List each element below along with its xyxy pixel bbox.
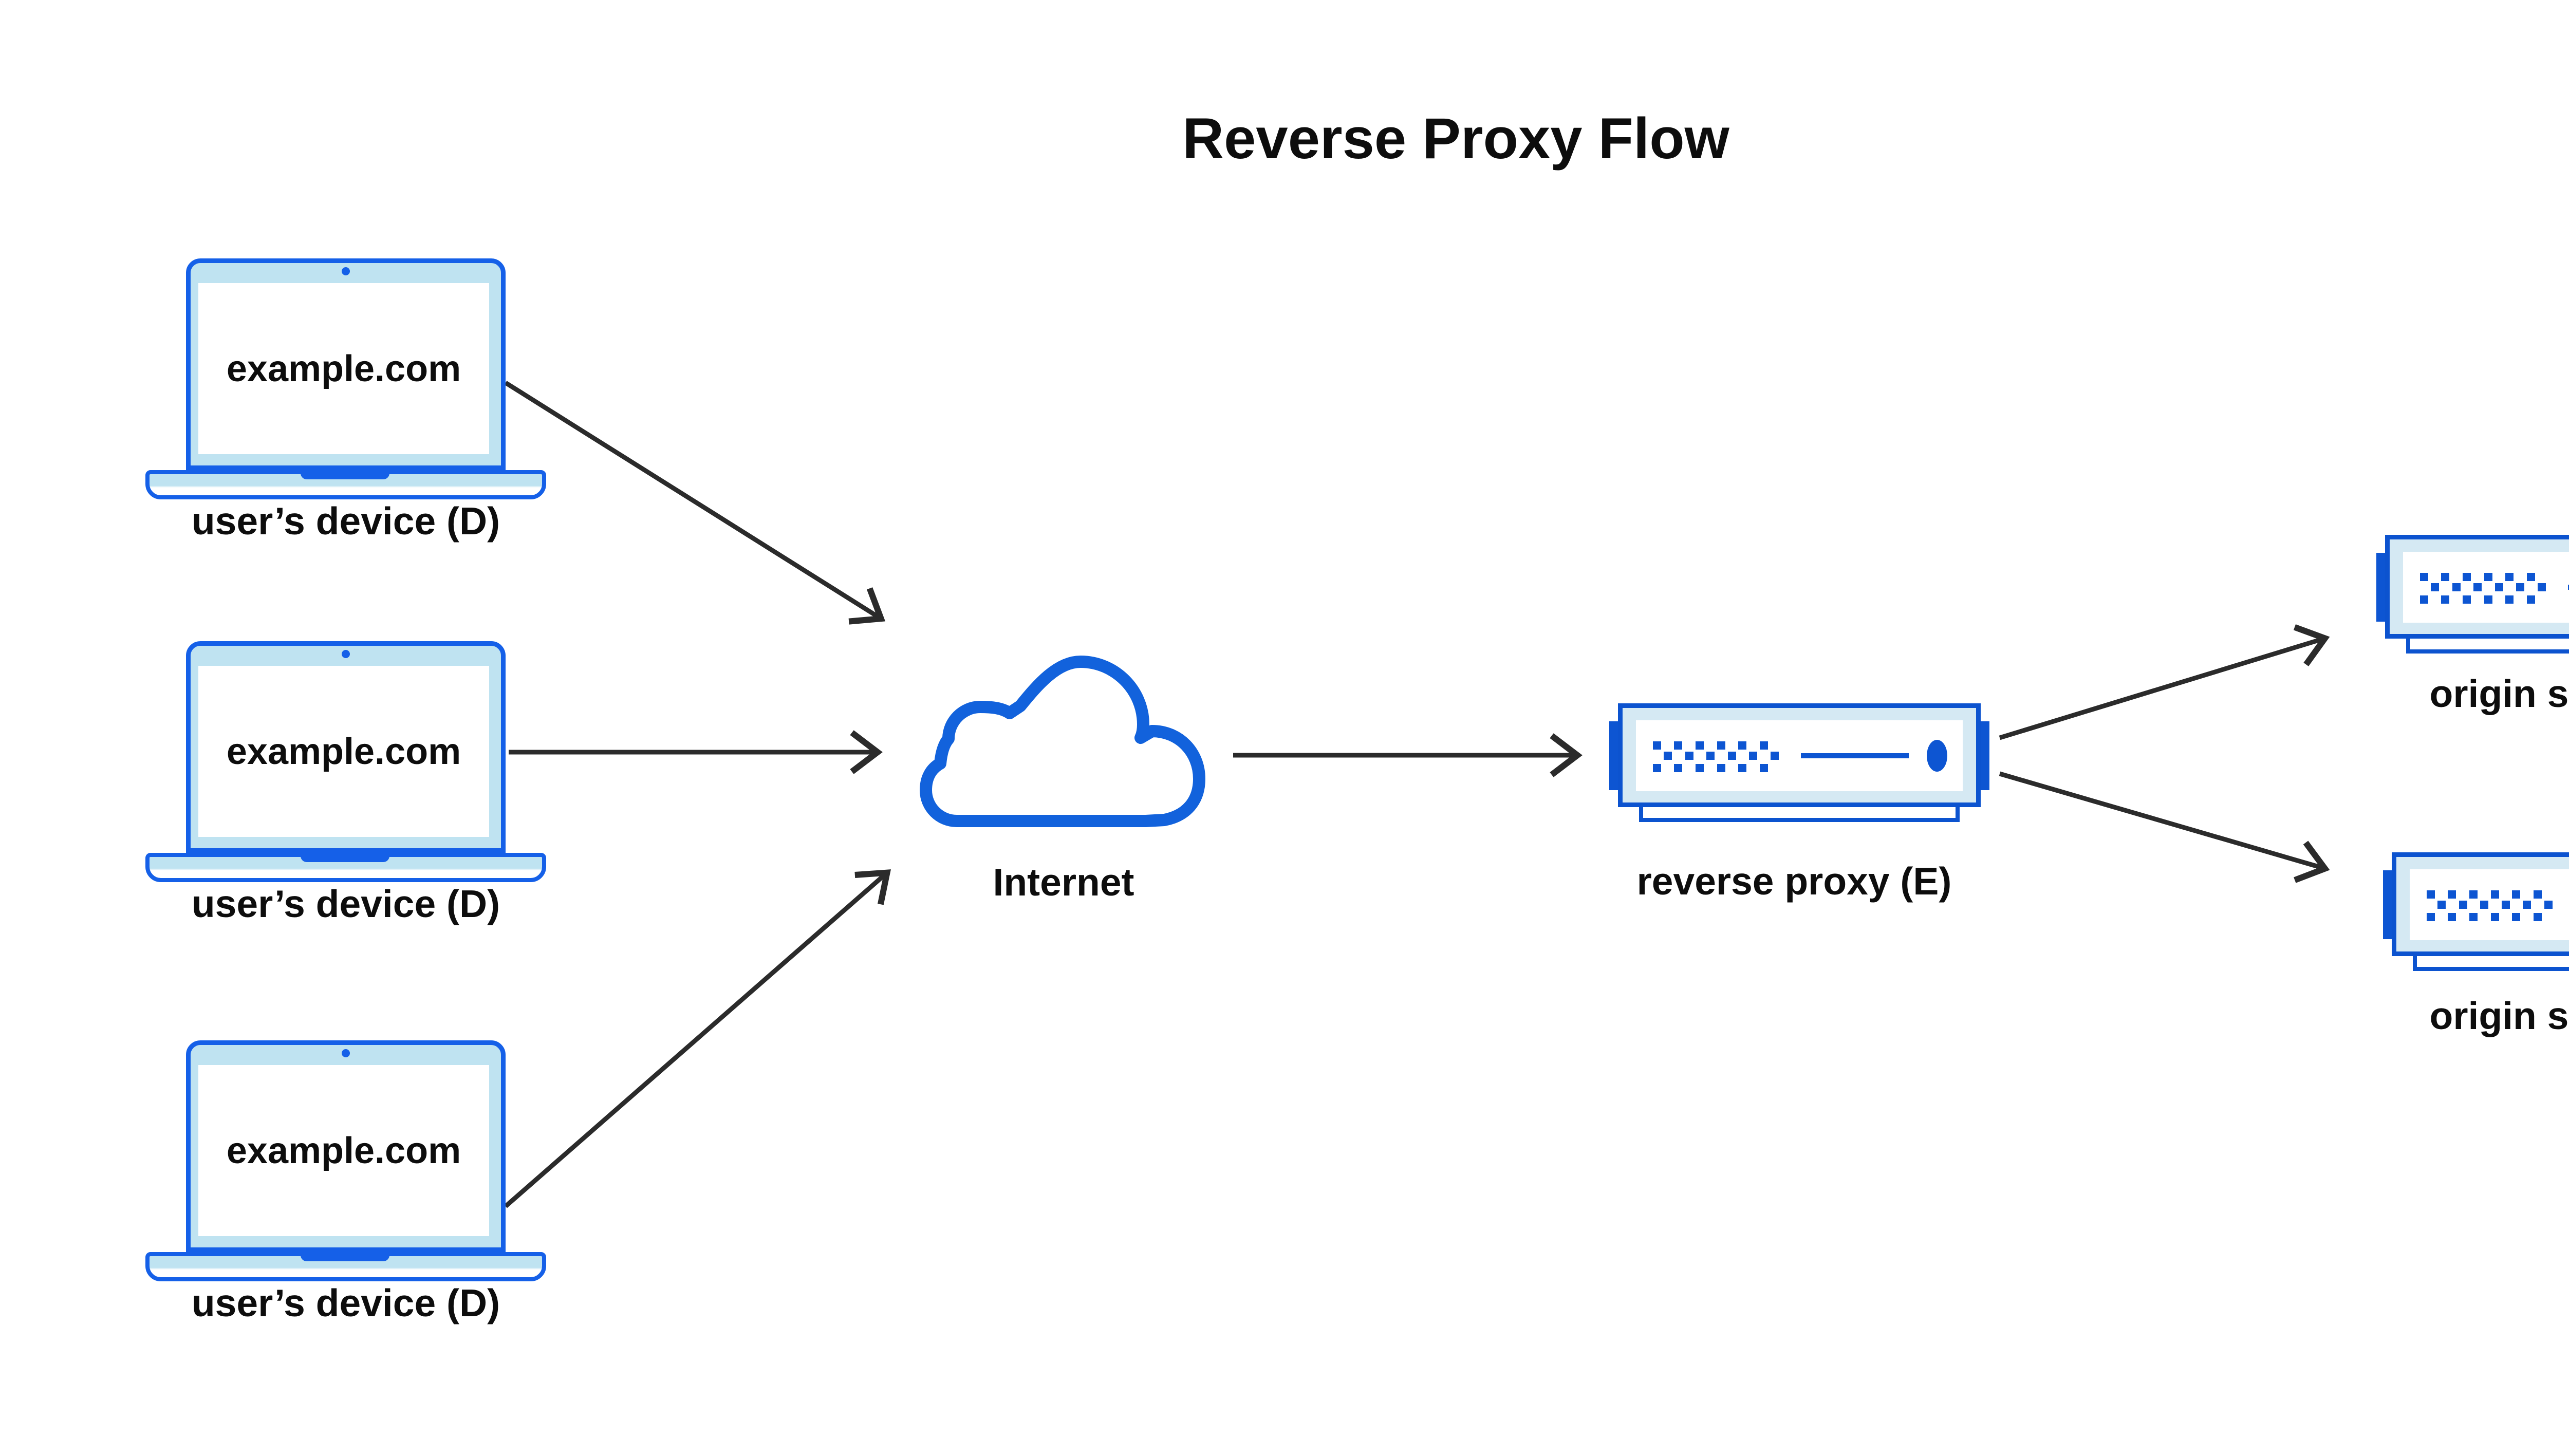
screen-url-text: example.com: [226, 731, 461, 772]
laptop-icon: example.com: [186, 258, 506, 470]
user-device-3: example.com user’s device (D): [145, 1040, 546, 1328]
arrow-device1-to-internet: [504, 381, 886, 625]
laptop-notch: [301, 470, 389, 479]
origin-server-1-icon: [2376, 535, 2569, 654]
laptop-screen: example.com: [198, 283, 489, 454]
laptop-icon: example.com: [186, 641, 506, 853]
origin-server-2-label: origin server (F): [2429, 994, 2569, 1037]
laptop-icon: example.com: [186, 1040, 506, 1252]
reverse-proxy-icon: [1609, 703, 1989, 822]
origin-server-2-icon: [2383, 852, 2569, 971]
device-label: user’s device (D): [191, 499, 500, 543]
panel-line: [2568, 585, 2569, 590]
screen-url-text: example.com: [226, 348, 461, 389]
arrow-proxy-to-origin1: [1999, 624, 2330, 740]
user-device-1: example.com user’s device (D): [145, 258, 546, 546]
vent-dots: [2427, 890, 2553, 921]
arrow-device3-to-internet: [504, 869, 891, 1208]
laptop-notch: [301, 853, 389, 862]
diagram-title: Reverse Proxy Flow: [1182, 106, 1729, 171]
camera-dot-icon: [342, 650, 350, 658]
vent-dots: [1653, 741, 1779, 772]
user-device-2: example.com user’s device (D): [145, 641, 546, 929]
arrow-proxy-to-origin2: [1999, 771, 2330, 883]
power-dot-icon: [1927, 740, 1947, 772]
laptop-screen: example.com: [198, 666, 489, 837]
cloud-icon: [920, 656, 1205, 827]
device-label: user’s device (D): [191, 1281, 500, 1324]
reverse-proxy-label: reverse proxy (E): [1636, 860, 1952, 903]
internet-label: Internet: [993, 861, 1134, 904]
camera-dot-icon: [342, 1049, 350, 1057]
device-label: user’s device (D): [191, 882, 500, 925]
origin-server-1-label: origin server (F): [2429, 672, 2569, 715]
camera-dot-icon: [342, 267, 350, 275]
laptop-notch: [301, 1252, 389, 1261]
screen-url-text: example.com: [226, 1130, 461, 1171]
panel-line: [1801, 753, 1909, 758]
laptop-screen: example.com: [198, 1065, 489, 1236]
vent-dots: [2420, 573, 2546, 604]
